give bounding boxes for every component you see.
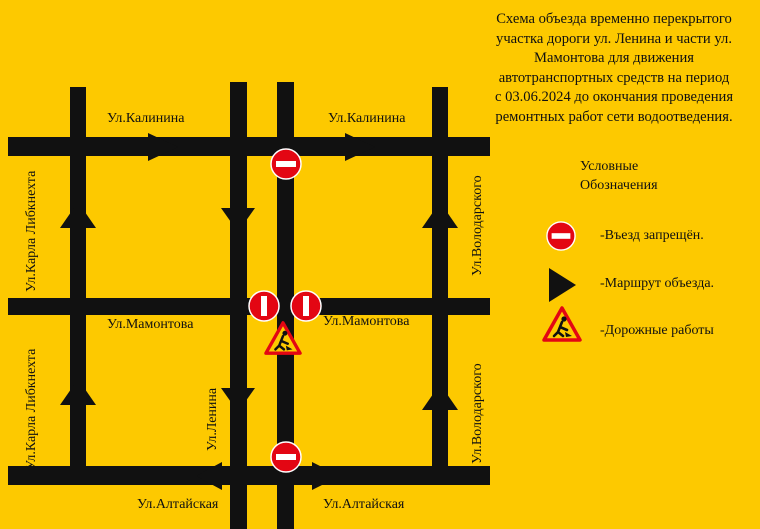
detour-arrow-icon: [345, 133, 375, 161]
road-lenina-east: [277, 82, 294, 529]
detour-arrow-icon: [60, 379, 96, 405]
no-entry-icon: [546, 221, 576, 251]
map-title: Схема объезда временно перекрытого участ…: [470, 10, 758, 127]
title-line: с 03.06.2024 до окончания проведения: [494, 89, 734, 105]
road-works-icon: [264, 321, 302, 355]
detour-arrow-icon: [196, 462, 222, 490]
street-label-liebknecht: Ул.Карла Либкнехта: [24, 170, 39, 292]
no-entry-icon: [248, 290, 280, 322]
street-label-altayskaya: Ул.Алтайская: [137, 497, 219, 512]
road-works-icon: [542, 306, 582, 342]
street-label-kalinina: Ул.Калинина: [328, 111, 406, 126]
street-label-kalinina: Ул.Калинина: [107, 111, 185, 126]
title-line: автотранспортных средств на период: [498, 69, 730, 86]
detour-arrow-icon: [221, 208, 255, 232]
roads: [8, 82, 490, 529]
street-label-altayskaya: Ул.Алтайская: [323, 497, 405, 512]
street-label-mamontova: Ул.Мамонтова: [107, 317, 194, 332]
no-entry-icon: [270, 148, 302, 180]
legend-no-entry-label: -Въезд запрещён.: [600, 228, 704, 243]
street-label-lenina: Ул.Ленина: [205, 387, 220, 451]
legend-road-works-label: -Дорожные работы: [600, 323, 714, 338]
detour-arrow-icon: [422, 202, 458, 228]
road-volodarskogo: [432, 87, 448, 480]
detour-arrow-icon: [549, 268, 576, 302]
detour-arrow-icon: [148, 133, 178, 161]
title-line: Мамонтова для движения: [534, 50, 694, 66]
road-liebknecht: [70, 87, 86, 480]
no-entry-icon: [290, 290, 322, 322]
street-label-volodarskogo: Ул.Володарского: [470, 175, 485, 276]
road-altayskaya: [8, 466, 490, 485]
detour-arrow-icon: [221, 388, 255, 412]
no-entry-icon: [270, 441, 302, 473]
detour-arrow-icon: [60, 202, 96, 228]
road-lenina-west: [230, 82, 247, 529]
detour-arrow-icon: [422, 384, 458, 410]
title-line: ремонтных работ сети водоотведения.: [495, 108, 733, 125]
detour-arrow-icon: [312, 462, 340, 490]
street-label-volodarskogo: Ул.Володарского: [470, 363, 485, 464]
title-line: Схема объезда временно перекрытого: [496, 11, 732, 27]
legend-heading-line: Обозначения: [580, 178, 658, 193]
legend-heading: Условные Обозначения: [580, 157, 658, 195]
legend-heading-line: Условные: [580, 159, 639, 174]
legend-detour-label: -Маршрут объезда.: [600, 276, 715, 291]
street-label-liebknecht: Ул.Карла Либкнехта: [24, 348, 39, 470]
road-kalinina: [8, 137, 490, 156]
street-label-mamontova: Ул.Мамонтова: [323, 314, 410, 329]
detour-arrows: [60, 133, 458, 490]
title-line: участка дороги ул. Ленина и части ул.: [496, 30, 732, 47]
legend-icons: [542, 221, 582, 342]
